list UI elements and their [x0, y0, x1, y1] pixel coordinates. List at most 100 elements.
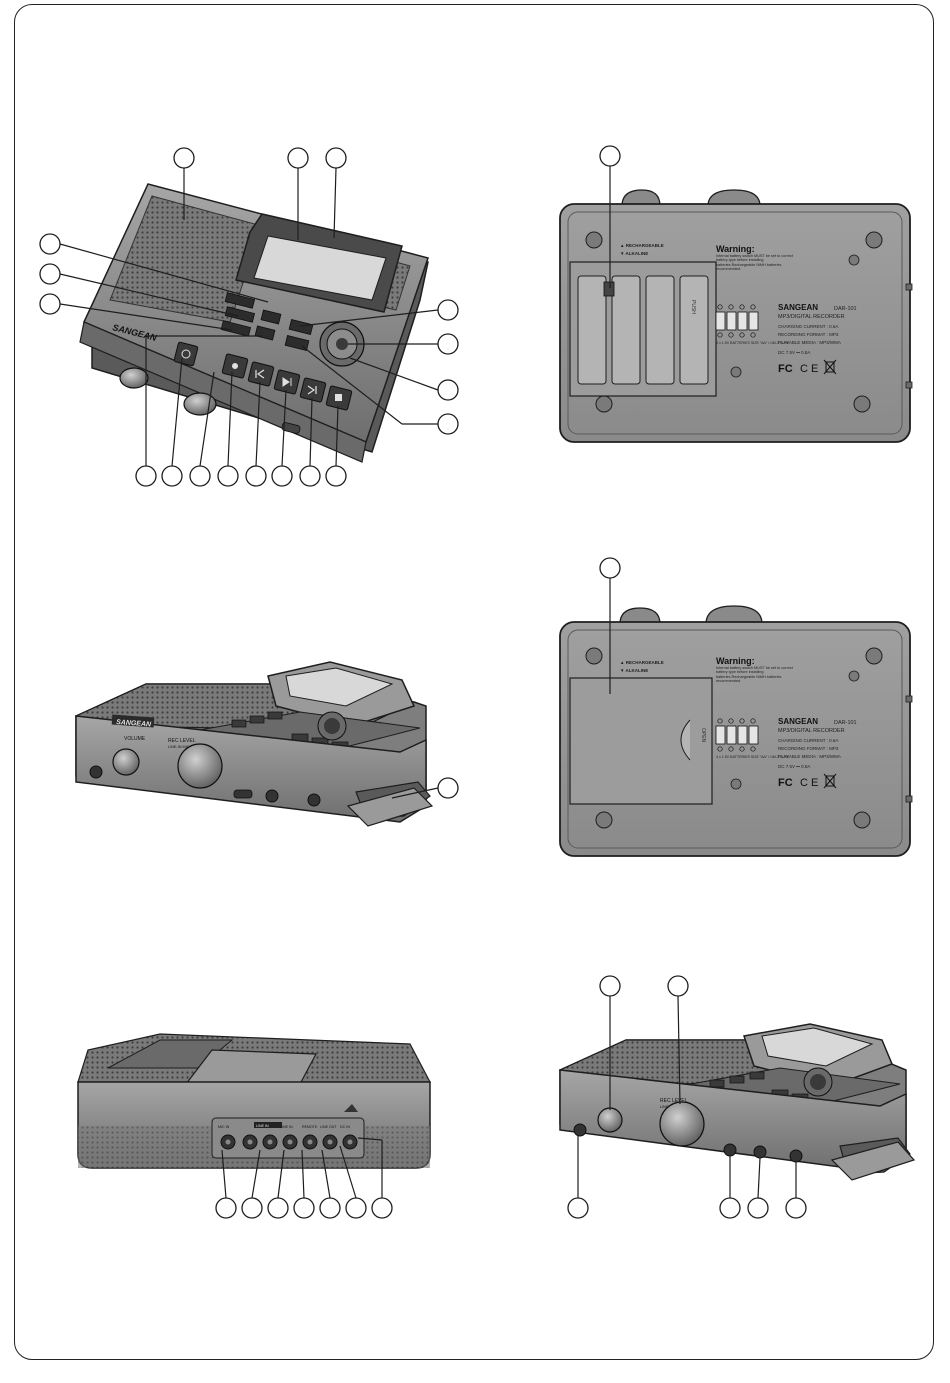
jack-a[interactable] — [723, 1143, 737, 1157]
callout-circle — [437, 379, 459, 401]
callout-circle — [173, 147, 195, 169]
prev-icon — [255, 369, 265, 379]
button[interactable] — [231, 719, 247, 728]
rating-charging: CHARGING CURRENT : 0.6A — [778, 738, 838, 743]
source-button[interactable] — [224, 292, 256, 309]
callout-circle — [567, 1197, 589, 1219]
rating-playable: PLAYABLE MEDIA : MP3/WMA — [778, 754, 841, 759]
rating-rec-format: RECORDING FORMAT : MP3 — [778, 332, 839, 337]
volume-knob[interactable] — [597, 1107, 623, 1133]
weee-icon — [823, 359, 837, 375]
headphone-jack[interactable] — [89, 765, 103, 779]
rating-brand: SANGEAN — [778, 303, 818, 312]
lcd-screen — [253, 235, 387, 301]
rec-level-sub: LINE-IN MIC-IN — [168, 745, 195, 749]
callout-circle — [599, 975, 621, 997]
callout-circle — [241, 1197, 263, 1219]
lcd-screen — [285, 667, 394, 707]
fcc-mark: FC — [778, 777, 793, 789]
callout-circle — [293, 1197, 315, 1219]
ce-mark: C E — [800, 363, 818, 375]
line-rec-button[interactable] — [224, 306, 256, 323]
rec-level-label: REC LEVEL — [168, 738, 196, 744]
rating-model: DAR-101 — [834, 720, 857, 726]
rec-level-knob[interactable] — [183, 392, 217, 416]
legend-alkaline: ▼ ALKALINE — [620, 668, 648, 673]
stop-icon — [335, 394, 342, 401]
jack-label-dc-in: DC IN — [340, 1125, 350, 1129]
volume-knob[interactable] — [112, 748, 140, 776]
mic-jack[interactable] — [265, 789, 279, 803]
switch-slider[interactable] — [281, 422, 301, 434]
callout-circle — [135, 465, 157, 487]
power-button[interactable] — [173, 341, 199, 367]
battery-type-switch[interactable] — [603, 281, 615, 297]
sd-card[interactable] — [346, 787, 434, 827]
rating-model: DAR-101 — [834, 306, 857, 312]
callout-circle — [437, 299, 459, 321]
volume-knob[interactable] — [119, 367, 149, 389]
button[interactable] — [249, 715, 265, 724]
rear-view-leaders — [221, 1137, 383, 1199]
door-tab[interactable] — [680, 719, 691, 761]
button[interactable] — [729, 1075, 745, 1084]
jack-b[interactable] — [753, 1145, 767, 1159]
jack-label-line-in-b: LINE IN — [280, 1125, 293, 1129]
callout-circle — [39, 233, 61, 255]
lock-icon — [344, 1104, 358, 1112]
warning-title: Warning: — [716, 656, 755, 666]
callout-circle — [245, 465, 267, 487]
warning-title: Warning: — [716, 244, 755, 254]
menu-button[interactable] — [288, 319, 314, 335]
power-icon — [181, 349, 191, 359]
right-side-leaders — [577, 995, 797, 1199]
legend-rechargeable: ▲ RECHARGEABLE — [620, 660, 664, 665]
side-brand: SANGEAN — [116, 719, 152, 728]
callout-circle — [437, 333, 459, 355]
callout-circle — [319, 1197, 341, 1219]
sd-card[interactable] — [830, 1141, 916, 1181]
lcd-screen — [761, 1027, 874, 1067]
small-button-a[interactable] — [260, 309, 282, 325]
warning-text: Internal battery switch MUST be set to c… — [716, 666, 793, 684]
fcc-mark: FC — [778, 363, 793, 375]
callout-circle — [437, 777, 459, 799]
right-side-view: REC LEVEL LINE-IN MIC-IN — [558, 1023, 916, 1181]
legend-alkaline: ▼ ALKALINE — [620, 251, 648, 256]
headphone-jack[interactable] — [573, 1123, 587, 1137]
rear-view: MIC IN LINE IN LINE IN REMOTE LINE OUT D… — [77, 1033, 431, 1169]
jack-label-line-out: LINE OUT — [320, 1125, 337, 1129]
battery-door[interactable] — [569, 677, 713, 805]
callout-circle — [189, 465, 211, 487]
front-view-callouts — [39, 147, 459, 487]
callout-circle — [271, 465, 293, 487]
button[interactable] — [749, 1071, 765, 1080]
rec-level-knob[interactable] — [659, 1101, 705, 1147]
prev-button[interactable] — [247, 361, 275, 387]
rating-playable: PLAYABLE MEDIA : MP3/WMA — [778, 340, 841, 345]
speaker-button[interactable] — [220, 320, 252, 337]
rear-view-callouts — [215, 1197, 393, 1219]
button[interactable] — [267, 711, 283, 720]
next-icon — [307, 385, 317, 395]
right-side-callouts — [567, 975, 807, 1219]
callout-circle — [217, 465, 239, 487]
callout-circle — [325, 147, 347, 169]
rating-product: MP3/DIGITAL RECORDER — [778, 314, 845, 320]
foot-icons — [730, 254, 860, 378]
jack-c[interactable] — [789, 1149, 803, 1163]
callout-circle — [785, 1197, 807, 1219]
line-jack[interactable] — [307, 793, 321, 807]
rating-power: DC 7.5V ⎓ 0.8A — [778, 350, 810, 355]
callout-circle — [161, 465, 183, 487]
left-side-view: SANGEAN VOLUME REC LEVEL LINE-IN MIC-IN — [74, 661, 434, 827]
callout-circle — [215, 1197, 237, 1219]
input-switch[interactable] — [233, 789, 253, 799]
button[interactable] — [709, 1079, 725, 1088]
callout-circle — [345, 1197, 367, 1219]
rec-level-knob[interactable] — [177, 743, 223, 789]
battery-spec: 4 x 1.5V BATTERIES SIZE "AA" / UM-3 / LR… — [716, 341, 789, 345]
weee-icon — [823, 773, 837, 789]
callout-circle — [299, 465, 321, 487]
